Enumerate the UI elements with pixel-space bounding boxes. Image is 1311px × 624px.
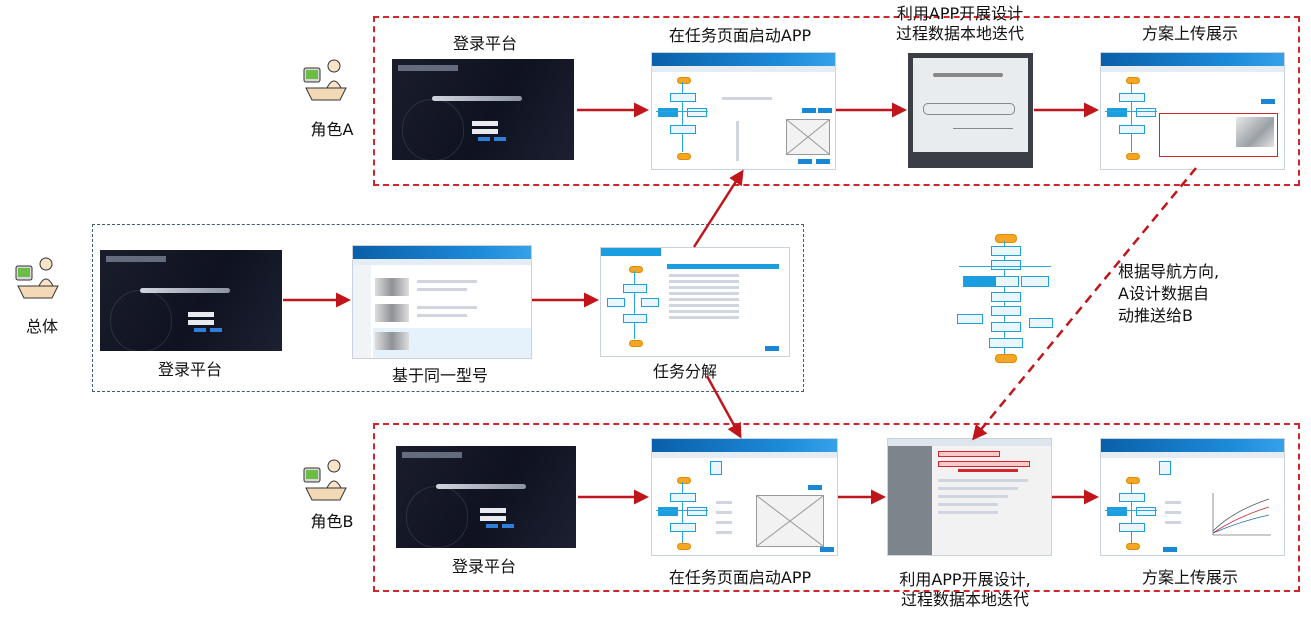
row-b-design-screenshot [887,438,1052,556]
row-a-design-screenshot [908,53,1033,168]
overall-group [92,224,804,392]
row-a-design-label-2: 过程数据本地迭代 [895,24,1024,43]
row-a-login-screenshot [392,59,574,160]
role-b-label: 角色B [310,512,354,531]
overall-decompose-label: 任务分解 [652,362,717,381]
row-b-design-label-2: 过程数据本地迭代 [900,590,1029,609]
annotation-line-3: 动推送给B [1118,306,1193,325]
row-a-launch-label: 在任务页面启动APP [668,26,812,45]
row-a-login-label: 登录平台 [452,34,517,53]
role-a-group [373,16,1300,186]
overall-login-label: 登录平台 [157,360,222,379]
designer-at-desk-icon [303,459,347,501]
annotation-line-2: A设计数据自 [1118,284,1209,303]
role-a-label: 角色A [310,120,354,139]
overall-model-label: 基于同一型号 [391,366,488,385]
row-a-launch-screenshot [651,52,836,170]
row-b-launch-screenshot [651,438,838,556]
annotation-line-1: 根据导航方向, [1118,262,1220,281]
row-b-design-label-1: 利用APP开展设计, [899,570,1031,589]
row-b-login-label: 登录平台 [451,557,516,576]
row-b-upload-label: 方案上传展示 [1141,568,1238,587]
row-a-upload-label: 方案上传展示 [1141,24,1238,43]
row-a-upload-screenshot [1100,52,1285,170]
overall-label: 总体 [25,317,58,336]
overall-decompose-screenshot [600,247,790,357]
flowchart-icon [955,228,1055,368]
row-b-upload-screenshot [1100,438,1285,556]
overall-login-screenshot [100,250,282,351]
overall-model-screenshot [352,245,532,359]
designer-at-desk-icon [303,59,347,101]
row-b-login-screenshot [396,446,576,548]
row-b-launch-label: 在任务页面启动APP [668,568,812,587]
row-a-design-label-1: 利用APP开展设计 [896,4,1024,23]
role-b-group [373,423,1300,592]
designer-at-desk-icon [15,257,59,299]
